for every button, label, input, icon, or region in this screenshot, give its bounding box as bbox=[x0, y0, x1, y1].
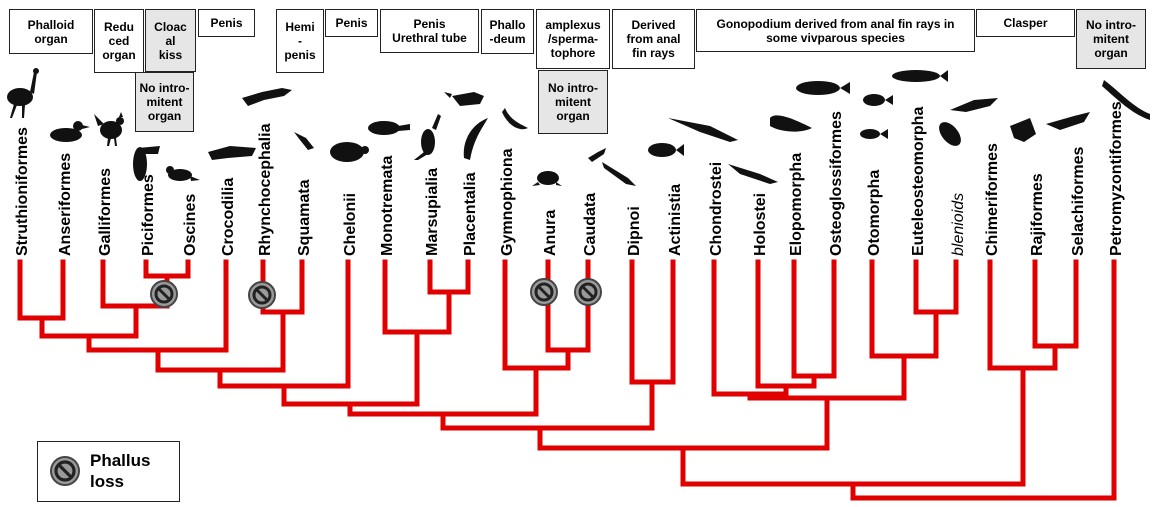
taxon-label: Anura bbox=[542, 210, 559, 256]
taxon-label: Osteoglossiformes bbox=[828, 111, 845, 256]
turtle-silhouette-icon bbox=[330, 142, 369, 162]
taxon-label: Dipnoi bbox=[626, 206, 643, 256]
taxon-label: Placentalia bbox=[462, 172, 479, 256]
taxon-label: Galliformes bbox=[97, 168, 114, 256]
duck-silhouette-icon bbox=[50, 121, 90, 142]
no-sign-icon bbox=[531, 279, 557, 305]
coelacanth-silhouette-icon bbox=[648, 143, 684, 157]
no-sign-icon bbox=[575, 279, 601, 305]
taxon-label: Rajiformes bbox=[1029, 173, 1046, 256]
taxon-label: Holostei bbox=[752, 193, 769, 256]
taxon-label: Squamata bbox=[296, 179, 313, 256]
lungfish-silhouette-icon bbox=[602, 162, 636, 186]
taxon-label: Caudata bbox=[582, 193, 599, 256]
frog-silhouette-icon bbox=[532, 171, 562, 186]
taxon-label: Anseriformes bbox=[57, 153, 74, 256]
taxon-label: Chelonii bbox=[342, 193, 359, 256]
ray-silhouette-icon bbox=[1010, 118, 1036, 142]
sturgeon-silhouette-icon bbox=[668, 118, 738, 142]
blenny-silhouette-icon bbox=[950, 98, 998, 112]
taxon-label: Selachiformes bbox=[1070, 147, 1087, 256]
no-sign-icon bbox=[48, 454, 82, 488]
taxon-label: Gymnophiona bbox=[499, 148, 516, 256]
kangaroo-silhouette-icon bbox=[414, 114, 441, 160]
songbird-silhouette-icon bbox=[166, 166, 200, 181]
taxon-label: Petromyzontiformes bbox=[1108, 101, 1125, 256]
taxon-label: Chimeriformes bbox=[984, 143, 1001, 256]
blenny-silhouette-icon bbox=[935, 118, 965, 150]
taxon-label: Chondrostei bbox=[708, 162, 725, 256]
catfish-silhouette-icon bbox=[860, 129, 888, 139]
taxon-label: Crocodilia bbox=[220, 178, 237, 256]
rooster-silhouette-icon bbox=[94, 112, 124, 146]
gar-silhouette-icon bbox=[728, 164, 778, 184]
salmon-silhouette-icon bbox=[892, 70, 948, 82]
arowana-silhouette-icon bbox=[796, 81, 850, 95]
taxon-label: Struthioniformes bbox=[14, 127, 31, 256]
fox-silhouette-icon bbox=[444, 92, 484, 106]
taxon-label: Actinistia bbox=[667, 184, 684, 256]
no-sign-icon bbox=[151, 281, 177, 307]
taxon-label: Rhynchocephalia bbox=[257, 123, 274, 256]
taxon-label: Oscines bbox=[182, 194, 199, 256]
tuatara-silhouette-icon bbox=[242, 88, 292, 106]
platypus-silhouette-icon bbox=[368, 121, 410, 135]
taxon-label: Elopomorpha bbox=[788, 153, 805, 256]
phallus-loss-markers bbox=[151, 279, 601, 308]
taxon-label: Otomorpha bbox=[866, 170, 883, 256]
taxon-label: Monotremata bbox=[379, 155, 396, 256]
legend-label: Phallus loss bbox=[90, 450, 150, 492]
caecilian-silhouette-icon bbox=[502, 108, 528, 129]
legend: Phallus loss bbox=[37, 441, 180, 502]
goldfish-silhouette-icon bbox=[863, 94, 893, 106]
dolphin-silhouette-icon bbox=[464, 118, 488, 160]
lizard-silhouette-icon bbox=[294, 132, 314, 150]
eel-silhouette-icon bbox=[770, 115, 812, 131]
ostrich-silhouette-icon bbox=[7, 68, 39, 118]
animal-silhouettes bbox=[7, 68, 1150, 186]
salamander-silhouette-icon bbox=[588, 148, 606, 162]
taxon-label: blenioids bbox=[950, 193, 967, 256]
no-sign-icon bbox=[249, 282, 275, 308]
crocodile-silhouette-icon bbox=[208, 146, 256, 160]
taxon-label: Marsupialia bbox=[424, 168, 441, 256]
taxon-label: Piciformes bbox=[140, 174, 157, 256]
shark-silhouette-icon bbox=[1046, 112, 1090, 130]
taxon-label: Euteleosteomorpha bbox=[910, 107, 927, 256]
tree-branches bbox=[20, 262, 1114, 498]
